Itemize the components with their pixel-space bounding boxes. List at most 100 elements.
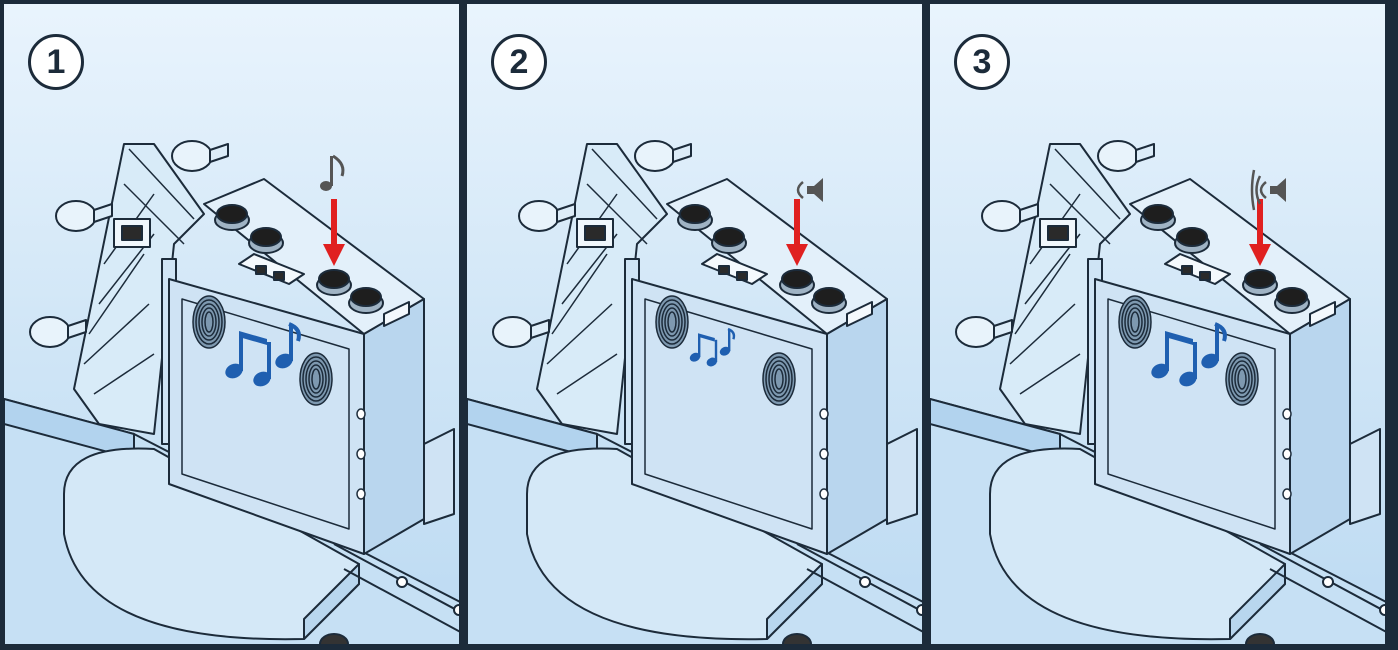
device-front-inset bbox=[1107, 298, 1276, 530]
note-head bbox=[275, 353, 293, 369]
speaker-grille-ring bbox=[1121, 299, 1149, 345]
tower-strut bbox=[556, 353, 618, 395]
note-beam bbox=[239, 331, 267, 345]
speaker-grille-ring bbox=[771, 364, 787, 394]
control-knob bbox=[1176, 227, 1208, 247]
floor-rail bbox=[1269, 568, 1385, 633]
sound-wave bbox=[1255, 175, 1262, 205]
note-head bbox=[1201, 353, 1219, 369]
platform-side bbox=[1229, 563, 1286, 640]
tower-strut bbox=[586, 183, 648, 245]
note-head bbox=[253, 371, 271, 387]
note-head bbox=[719, 346, 731, 356]
tower-strut bbox=[83, 303, 150, 365]
music-note-icon bbox=[332, 154, 345, 177]
tower-knob-stem bbox=[67, 319, 87, 339]
floor-rail bbox=[806, 568, 922, 633]
turntable-platform bbox=[63, 447, 360, 641]
tower-knob bbox=[981, 200, 1023, 232]
note-head bbox=[1179, 371, 1197, 387]
switch bbox=[718, 265, 730, 275]
tower-strut bbox=[1019, 353, 1081, 395]
connector bbox=[383, 301, 410, 327]
speaker-grille-ring bbox=[204, 311, 214, 333]
control-knob bbox=[713, 227, 745, 247]
side-bracket bbox=[423, 428, 455, 525]
side-hole bbox=[356, 488, 366, 500]
speaker-grille-ring bbox=[774, 368, 784, 390]
step-panel-2: 2 bbox=[465, 2, 924, 646]
speaker-grille-ring bbox=[655, 295, 689, 349]
tower-strut bbox=[123, 183, 185, 245]
speaker-grille-ring bbox=[1127, 307, 1143, 337]
turntable-platform bbox=[526, 447, 823, 641]
tower-knob bbox=[171, 140, 213, 172]
tower-knob-stem bbox=[530, 319, 550, 339]
speaker-grille-ring bbox=[195, 299, 223, 345]
speaker-grille-ring bbox=[658, 299, 686, 345]
press-arrow-head bbox=[1249, 244, 1271, 266]
side-hole bbox=[819, 488, 829, 500]
note-stem bbox=[714, 339, 718, 362]
switch-plate bbox=[1164, 253, 1231, 285]
note-stem bbox=[1165, 334, 1169, 371]
tower-knob bbox=[1097, 140, 1139, 172]
note-beam bbox=[1165, 331, 1193, 345]
press-arrow-shaft bbox=[1257, 199, 1263, 249]
speaker-grille-ring bbox=[1234, 364, 1250, 394]
device-front-inset bbox=[181, 298, 350, 530]
screw-hole bbox=[396, 576, 408, 588]
side-hole bbox=[356, 408, 366, 420]
tower-bracket-slot bbox=[584, 225, 606, 241]
device-illustration bbox=[467, 140, 922, 644]
music-notes bbox=[689, 327, 736, 367]
side-hole bbox=[356, 448, 366, 460]
speaker-grille-ring bbox=[768, 360, 790, 398]
tower-knob bbox=[492, 316, 534, 348]
speaker-grille-ring bbox=[1231, 360, 1253, 398]
press-arrow-shaft bbox=[794, 199, 800, 249]
speaker-icon bbox=[1270, 178, 1286, 202]
speaker-grille-ring bbox=[299, 352, 333, 406]
step-number-badge: 1 bbox=[28, 34, 84, 90]
note-head bbox=[1151, 363, 1169, 379]
note-stem bbox=[1215, 324, 1219, 361]
press-arrow-shaft bbox=[331, 199, 337, 249]
side-hole bbox=[1282, 408, 1292, 420]
tower-strut bbox=[88, 253, 145, 335]
tower-knob-stem bbox=[1135, 143, 1155, 163]
speaker-grille-ring bbox=[664, 307, 680, 337]
note-stem bbox=[698, 335, 701, 358]
side-bracket bbox=[886, 428, 918, 525]
switch bbox=[1199, 271, 1211, 281]
speaker-grille-ring bbox=[201, 307, 217, 337]
tower-bracket-slot bbox=[1047, 225, 1069, 241]
press-arrow-head bbox=[323, 244, 345, 266]
sound-wave bbox=[796, 181, 804, 199]
speaker-icon bbox=[807, 178, 823, 202]
speaker-grille-ring bbox=[1228, 356, 1256, 402]
play-button-knob bbox=[318, 269, 350, 289]
speaker-grille-ring bbox=[762, 352, 796, 406]
control-knob bbox=[1142, 204, 1174, 224]
switch bbox=[1181, 265, 1193, 275]
note-stem bbox=[1193, 342, 1197, 379]
speaker-grille-ring bbox=[305, 360, 327, 398]
device-right bbox=[1289, 298, 1351, 555]
speaker-grille-ring bbox=[302, 356, 330, 402]
tower-knob bbox=[955, 316, 997, 348]
switch bbox=[736, 271, 748, 281]
note-head bbox=[689, 352, 701, 362]
connector bbox=[846, 301, 873, 327]
tower-strut bbox=[93, 353, 155, 395]
device-illustration bbox=[930, 140, 1385, 644]
note-beam bbox=[698, 333, 715, 342]
speaker-grille-ring bbox=[311, 368, 321, 390]
speaker-grille-ring bbox=[667, 311, 677, 333]
step-number-badge: 2 bbox=[491, 34, 547, 90]
bottom-knob bbox=[782, 633, 812, 644]
switch-plate bbox=[701, 253, 768, 285]
tower-strut bbox=[1054, 148, 1121, 220]
note-head bbox=[225, 363, 243, 379]
music-note-icon bbox=[330, 156, 333, 186]
